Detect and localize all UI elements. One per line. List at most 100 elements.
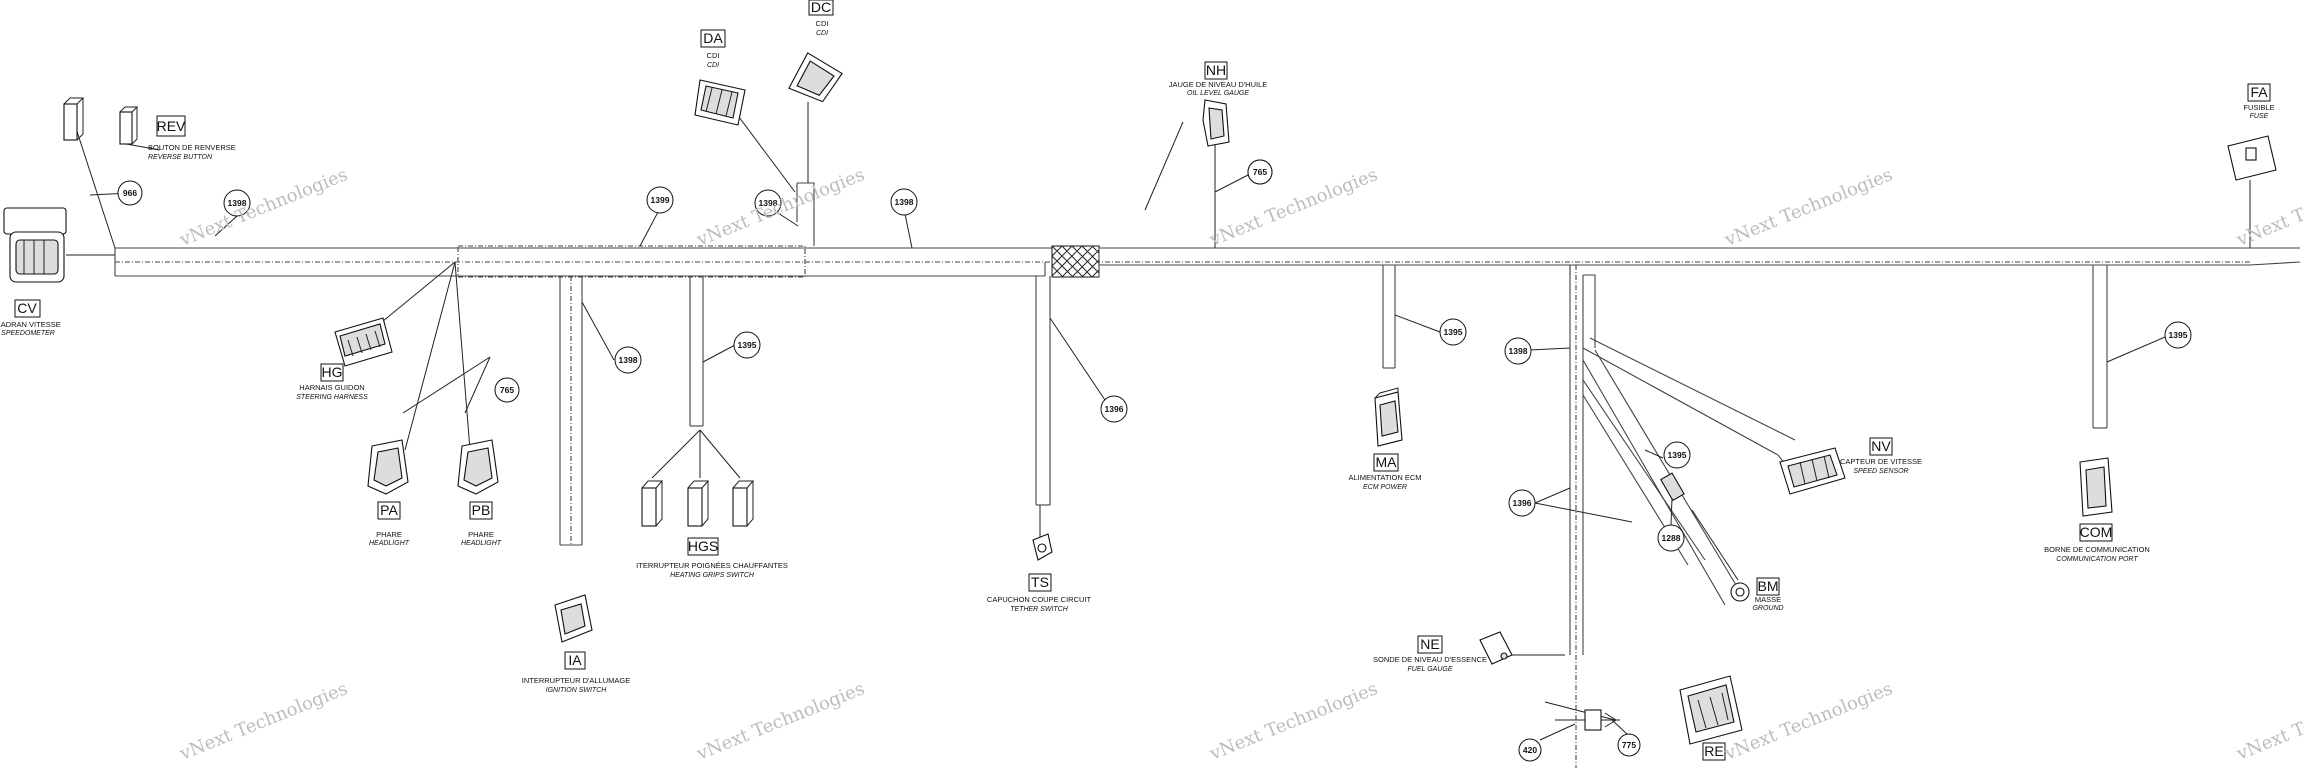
- watermark: vNext Technologies: [1721, 678, 1896, 765]
- svg-text:CDI: CDI: [707, 62, 719, 69]
- ia-ignition-connector-icon: [554, 594, 593, 643]
- callout-1288: 1288: [1657, 497, 1685, 552]
- connector-drawings: [3, 52, 2277, 745]
- svg-text:HGS: HGS: [688, 538, 718, 554]
- nh-oil-gauge-icon: [1202, 99, 1230, 147]
- ma-ecm-connector-icon: [1374, 387, 1403, 447]
- svg-text:1396: 1396: [1513, 498, 1532, 508]
- main-harness-trunk: [114, 182, 2301, 278]
- svg-text:HEADLIGHT: HEADLIGHT: [369, 540, 410, 547]
- connector-label-nv: NV CAPTEUR DE VITESSE SPEED SENSOR: [1840, 437, 1922, 475]
- svg-text:PHARE: PHARE: [376, 530, 402, 539]
- svg-text:1396: 1396: [1105, 404, 1124, 414]
- svg-text:DC: DC: [811, 0, 831, 15]
- svg-text:BOUTON DE RENVERSE: BOUTON DE RENVERSE: [148, 143, 236, 152]
- callout-1395-a: 1395: [702, 331, 761, 363]
- svg-text:1395: 1395: [1668, 450, 1687, 460]
- svg-text:PHARE: PHARE: [468, 530, 494, 539]
- harness-branches: [559, 138, 2108, 768]
- connector-label-re: RE: [1702, 742, 1726, 761]
- hg-connector-icon: [334, 317, 393, 367]
- svg-text:FUSE: FUSE: [2250, 113, 2269, 120]
- callout-1398-b: 1398: [754, 189, 799, 227]
- svg-text:STEERING HARNESS: STEERING HARNESS: [296, 394, 368, 401]
- svg-text:HEATING GRIPS SWITCH: HEATING GRIPS SWITCH: [670, 572, 755, 579]
- watermark: vNext Technologies: [1206, 678, 1381, 765]
- connector-label-hg: HG HARNAIS GUIDON STEERING HARNESS: [296, 363, 368, 401]
- svg-text:SPEED SENSOR: SPEED SENSOR: [1853, 468, 1908, 475]
- watermark: vNext Technologies: [1721, 164, 1896, 251]
- callout-bubbles: 966 1398 1399 1398 1398 765 765 1398 139…: [89, 121, 2192, 762]
- connector-label-ma: MA ALIMENTATION ECM ECM POWER: [1348, 453, 1422, 491]
- connector-label-cv: CV CADRAN VITESSE SPEEDOMETER: [0, 299, 61, 337]
- da-cdi-connector-icon: [694, 79, 746, 126]
- svg-text:ITERRUPTEUR POIGNÉES CHAUFFANT: ITERRUPTEUR POIGNÉES CHAUFFANTES: [636, 561, 788, 570]
- svg-text:RE: RE: [1704, 743, 1723, 759]
- svg-text:FA: FA: [2250, 84, 2268, 100]
- callout-775: 775: [1611, 719, 1641, 757]
- svg-text:1288: 1288: [1662, 533, 1681, 543]
- svg-text:NE: NE: [1420, 636, 1439, 652]
- bm-ground-ring-icon: [1730, 582, 1750, 602]
- svg-text:COM: COM: [2080, 524, 2113, 540]
- connector-label-dc: DC CDI CDI: [808, 0, 834, 37]
- watermark: vNext Technologies: [1206, 164, 1381, 251]
- svg-text:1398: 1398: [619, 355, 638, 365]
- watermark: vNext Technologies: [2233, 678, 2304, 765]
- svg-text:1398: 1398: [759, 198, 778, 208]
- svg-text:CV: CV: [17, 300, 37, 316]
- connector-label-da: DA CDI CDI: [700, 29, 726, 69]
- callout-966: 966: [89, 180, 143, 206]
- svg-text:765: 765: [1253, 167, 1267, 177]
- svg-text:CDI: CDI: [816, 30, 828, 37]
- callout-1398-d: 1398: [581, 301, 642, 374]
- svg-text:BORNE DE COMMUNICATION: BORNE DE COMMUNICATION: [2044, 545, 2150, 554]
- svg-text:JAUGE DE NIVEAU D'HUILE: JAUGE DE NIVEAU D'HUILE: [1169, 80, 1268, 89]
- svg-text:HEADLIGHT: HEADLIGHT: [461, 540, 502, 547]
- re-connector-icon: [1679, 675, 1743, 745]
- svg-text:COMMUNICATION PORT: COMMUNICATION PORT: [2056, 556, 2138, 563]
- svg-text:CDI: CDI: [707, 51, 720, 60]
- connector-label-ne: NE SONDE DE NIVEAU D'ESSENCE FUEL GAUGE: [1373, 635, 1487, 673]
- svg-text:PA: PA: [380, 502, 398, 518]
- connector-label-pb: PB PHARE HEADLIGHT: [461, 501, 502, 547]
- svg-text:HG: HG: [322, 364, 343, 380]
- svg-text:PB: PB: [472, 502, 491, 518]
- callout-1395-c: 1395: [2106, 321, 2192, 363]
- svg-text:1398: 1398: [895, 197, 914, 207]
- cv-connector-icon: [3, 207, 115, 283]
- svg-text:FUSIBLE: FUSIBLE: [2243, 103, 2274, 112]
- svg-text:775: 775: [1622, 740, 1636, 750]
- callout-765-nh: 765: [1247, 159, 1273, 185]
- pb-headlight-plug-icon: [457, 439, 499, 495]
- protective-sleeve: [1051, 245, 1100, 278]
- svg-text:INTERRUPTEUR D'ALLUMAGE: INTERRUPTEUR D'ALLUMAGE: [522, 676, 631, 685]
- callout-765-b: 765: [494, 377, 520, 403]
- watermark: vNext Technologies: [693, 164, 868, 251]
- connector-label-nh: NH JAUGE DE NIVEAU D'HUILE OIL LEVEL GAU…: [1169, 61, 1268, 97]
- svg-text:TETHER SWITCH: TETHER SWITCH: [1010, 606, 1068, 613]
- svg-text:IA: IA: [568, 652, 582, 668]
- callout-1395-b: 1395: [1394, 314, 1467, 346]
- fa-fuse-holder-icon: [2227, 135, 2277, 248]
- svg-text:420: 420: [1523, 745, 1537, 755]
- svg-text:CADRAN VITESSE: CADRAN VITESSE: [0, 320, 61, 329]
- svg-text:OIL LEVEL GAUGE: OIL LEVEL GAUGE: [1187, 90, 1249, 97]
- svg-text:966: 966: [123, 188, 137, 198]
- svg-text:CAPTEUR DE VITESSE: CAPTEUR DE VITESSE: [1840, 457, 1922, 466]
- dc-cdi-connector-icon: [788, 52, 843, 103]
- watermark: vNext Technologies: [176, 164, 351, 251]
- rev-plug-icons: [63, 97, 161, 151]
- svg-text:CDI: CDI: [816, 19, 829, 28]
- fastener-bolt-icon: [1555, 709, 1620, 731]
- connector-label-fa: FA FUSIBLE FUSE: [2243, 83, 2275, 120]
- svg-text:1399: 1399: [651, 195, 670, 205]
- connector-label-ts: TS CAPUCHON COUPE CIRCUIT TETHER SWITCH: [987, 573, 1091, 613]
- svg-text:ALIMENTATION ECM: ALIMENTATION ECM: [1348, 473, 1421, 482]
- svg-text:1395: 1395: [1444, 327, 1463, 337]
- callout-1398-a: 1398: [214, 189, 251, 237]
- connector-label-bm: BM MASSE GROUND: [1752, 577, 1784, 612]
- pa-headlight-plug-icon: [367, 439, 409, 495]
- ne-fuel-gauge-icon: [1479, 631, 1513, 665]
